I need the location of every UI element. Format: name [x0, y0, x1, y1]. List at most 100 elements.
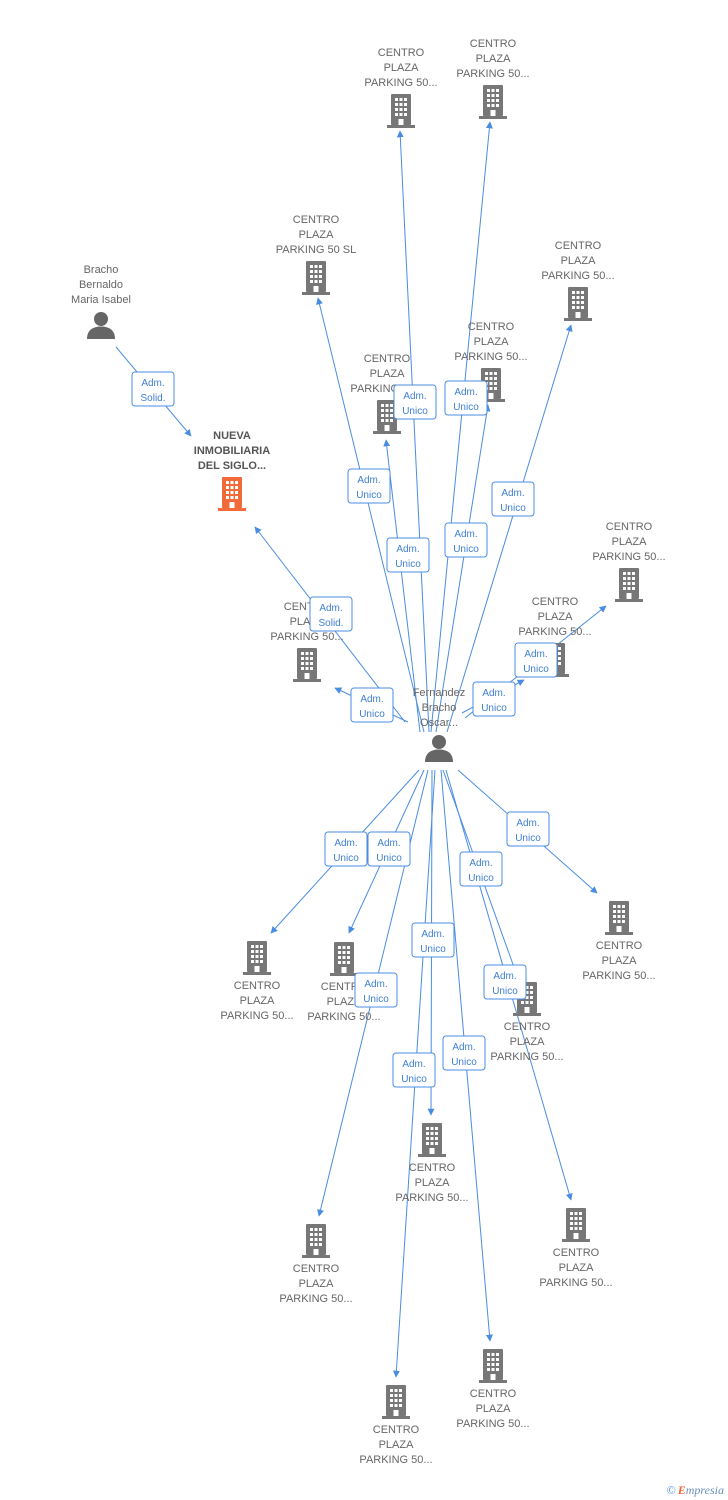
building-icon[interactable]: [243, 941, 271, 975]
edge-label-box[interactable]: [347, 468, 391, 504]
edge-person-fernandez-to-company-02: [430, 121, 493, 733]
building-icon[interactable]: [605, 901, 633, 935]
edge-label-company-12[interactable]: Adm.Unico: [367, 831, 411, 867]
edge-label-company-16[interactable]: Adm.Unico: [354, 972, 398, 1008]
building-icon[interactable]: [387, 94, 415, 128]
edge-label-box[interactable]: [444, 380, 488, 416]
person-icon[interactable]: [87, 312, 115, 339]
edge-label-company-08[interactable]: Adm.Unico: [472, 681, 516, 717]
edge-label-text: Unico: [333, 853, 359, 864]
node-label-line: CENTRO: [468, 321, 515, 333]
edge-label-company-13[interactable]: Adm.Unico: [483, 964, 527, 1000]
edge-label-company-18[interactable]: Adm. Unico: [392, 1052, 436, 1088]
node-label-line: PLAZA: [510, 1036, 546, 1048]
edge-label-company-10[interactable]: Adm.Unico: [506, 811, 550, 847]
edge-label-company-14[interactable]: Adm.Unico: [411, 922, 455, 958]
edge-label-company-09[interactable]: Adm.Unico: [350, 687, 394, 723]
edge-label-box[interactable]: [131, 371, 175, 407]
edge-label-box[interactable]: [483, 964, 527, 1000]
nodes-layer: FernandezBrachoOscar...BrachoBernaldoMar…: [71, 38, 666, 1466]
building-icon[interactable]: [418, 1123, 446, 1157]
node-label-line: CENTRO: [409, 1162, 456, 1174]
edge-label-box[interactable]: [392, 1052, 436, 1088]
edge-label-box[interactable]: [459, 851, 503, 887]
edge-label-text: Adm.: [334, 838, 357, 849]
edge-label-box[interactable]: [324, 831, 368, 867]
edge-label-box[interactable]: [491, 481, 535, 517]
edge-label-company-nueva[interactable]: Adm.Solid.: [309, 596, 353, 632]
node-label-line: Fernandez: [413, 687, 466, 699]
building-icon[interactable]: [302, 261, 330, 295]
edge-label-box[interactable]: [506, 811, 550, 847]
edge-label-text: Adm.: [396, 544, 419, 555]
edge-label-company-01[interactable]: Adm.Unico: [393, 384, 437, 420]
node-label-line: PLAZA: [476, 1403, 512, 1415]
edge-label-company-02[interactable]: Adm.Unico: [444, 380, 488, 416]
edge-label-company-17[interactable]: Adm.Unico: [442, 1035, 486, 1071]
building-icon[interactable]: [562, 1208, 590, 1242]
edge-label-box[interactable]: [350, 687, 394, 723]
edge-label-box[interactable]: [411, 922, 455, 958]
edge-label-text: Unico: [356, 490, 382, 501]
node-label-line: PARKING 50 SL: [276, 244, 357, 256]
edge-label-box[interactable]: [354, 972, 398, 1008]
node-label-line: Bernaldo: [79, 279, 123, 291]
building-icon[interactable]: [564, 287, 592, 321]
building-icon[interactable]: [382, 1385, 410, 1419]
edge-label-box[interactable]: [444, 522, 488, 558]
edge-label-company-03[interactable]: Adm.Unico: [347, 468, 391, 504]
building-icon[interactable]: [302, 1224, 330, 1258]
edge-label-box[interactable]: [442, 1035, 486, 1071]
edge-label-text: Adm.: [319, 603, 342, 614]
person-icon[interactable]: [425, 735, 453, 762]
node-label-line: Bracho: [422, 702, 457, 714]
node-label-line: PARKING 50...: [220, 1010, 293, 1022]
edge-label-text: Unico: [401, 1074, 427, 1085]
edge-label-box[interactable]: [514, 642, 558, 678]
edge-label-box[interactable]: [386, 537, 430, 573]
edge-label-company-nueva[interactable]: Adm.Solid.: [131, 371, 175, 407]
edge-label-text: Unico: [376, 853, 402, 864]
edge-label-box[interactable]: [309, 596, 353, 632]
brand-initial: E: [677, 1483, 686, 1497]
edge-label-company-04[interactable]: Adm.Unico: [491, 481, 535, 517]
edge-label-text: Unico: [515, 833, 541, 844]
edge-label-company-05[interactable]: Adm.Unico: [444, 522, 488, 558]
edge-label-text: Adm.: [402, 1059, 425, 1070]
edge-label-company-15[interactable]: Adm.Unico: [459, 851, 503, 887]
building-icon[interactable]: [479, 85, 507, 119]
building-icon[interactable]: [293, 648, 321, 682]
node-label-line: PARKING 50...: [454, 351, 527, 363]
edge-label-box[interactable]: [393, 384, 437, 420]
edge-label-text: Adm.: [364, 979, 387, 990]
edge-label-company-11[interactable]: Adm. Unico: [324, 831, 368, 867]
edge-label-company-06[interactable]: Adm.Unico: [386, 537, 430, 573]
building-icon[interactable]: [615, 568, 643, 602]
building-icon[interactable]: [330, 942, 358, 976]
node-person-fernandez[interactable]: FernandezBrachoOscar...: [413, 687, 466, 762]
edge-label-company-07[interactable]: Adm.Unico: [514, 642, 558, 678]
building-icon[interactable]: [479, 1349, 507, 1383]
edge-label-box[interactable]: [472, 681, 516, 717]
edge-label-box[interactable]: [367, 831, 411, 867]
edge-label-text: Adm.: [454, 529, 477, 540]
building-icon[interactable]: [218, 477, 246, 511]
